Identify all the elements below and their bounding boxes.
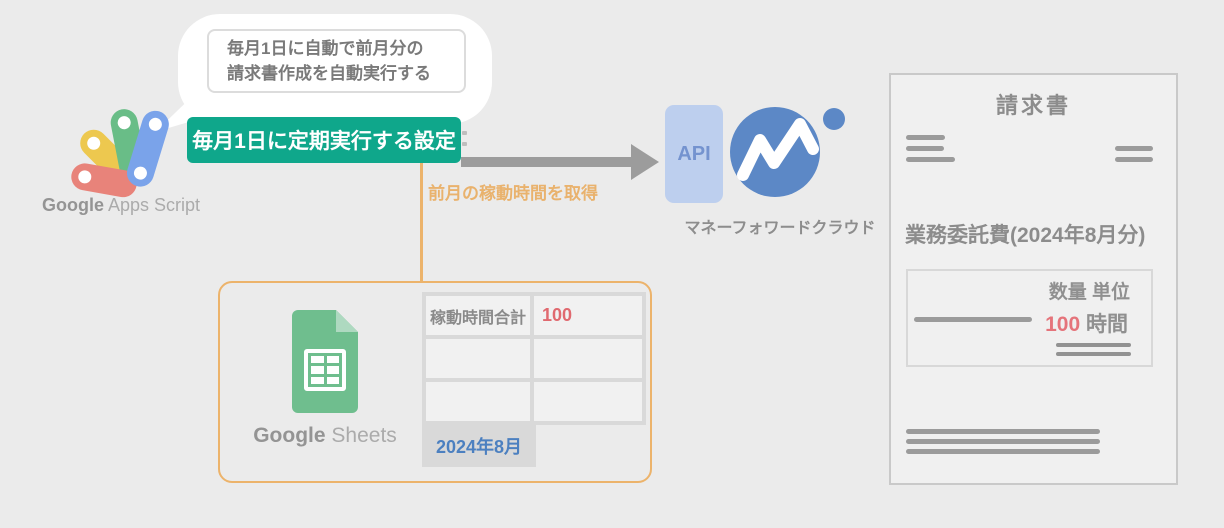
invoice-footer-line [906,449,1100,454]
sheets-grid-icon [304,349,346,391]
spreadsheet-table: 稼動時間合計 100 [422,292,646,425]
sheets-brand-text: Google [253,424,326,447]
invoice-item-heading: 業務委託費(2024年8月分) [905,224,1146,247]
table-empty-cell [534,339,642,378]
arrow-caption: 前月の稼動時間を取得 [428,184,598,203]
invoice-footer-line [906,439,1100,444]
invoice-meta-line [1115,146,1153,151]
invoice-meta-line [1115,157,1153,162]
invoice-address-line [906,135,945,140]
gas-brand-text: Google [42,195,104,215]
invoice-address-line [906,157,955,162]
invoice-quantity-value: 100 [1045,313,1081,336]
bubble-text-line2: 請求書作成を自動実行する [227,64,431,83]
invoice-subtotal-line [1056,343,1131,347]
flow-arrow-head-icon [631,144,659,180]
schedule-setting-banner: 毎月1日に定期実行する設定 [187,117,461,163]
speech-bubble-text-box: 毎月1日に自動で前月分の 請求書作成を自動実行する [207,29,466,93]
sheets-container-box [218,281,652,483]
table-empty-cell [426,339,530,378]
invoice-title: 請求書 [995,93,1071,118]
invoice-document: 請求書 業務委託費(2024年8月分) 数量 単位 100 時間 [889,73,1178,485]
connector-line [420,163,423,281]
moneyforward-icon [730,107,845,197]
flow-arrow-shaft [461,157,631,167]
table-value-cell: 100 [534,296,642,335]
obscured-text-fragment [462,142,467,146]
table-header-cell: 稼動時間合計 [426,296,530,335]
table-empty-cell [426,382,530,421]
invoice-subtotal-line [1056,352,1131,356]
invoice-item-name-line [914,317,1032,322]
invoice-item-box: 数量 単位 100 時間 [906,269,1153,367]
invoice-unit-label: 時間 [1086,313,1128,336]
invoice-footer-line [906,429,1100,434]
moneyforward-label: マネーフォワードクラウド [684,220,876,237]
bubble-text-line1: 毎月1日に自動で前月分の [227,38,424,58]
gas-product-text: Apps Script [104,195,201,215]
google-sheets-label: Google Sheets [230,424,420,448]
table-empty-cell [534,382,642,421]
sheet-tab: 2024年8月 [422,425,536,467]
api-badge: API [665,105,723,203]
invoice-columns-header: 数量 単位 [1048,282,1130,303]
invoice-quantity: 100 時間 [1045,308,1128,338]
obscured-text-fragment [462,131,467,135]
google-apps-script-label: Google Apps Script [42,195,200,216]
invoice-address-line [906,146,944,151]
sheets-product-text: Sheets [325,424,397,447]
